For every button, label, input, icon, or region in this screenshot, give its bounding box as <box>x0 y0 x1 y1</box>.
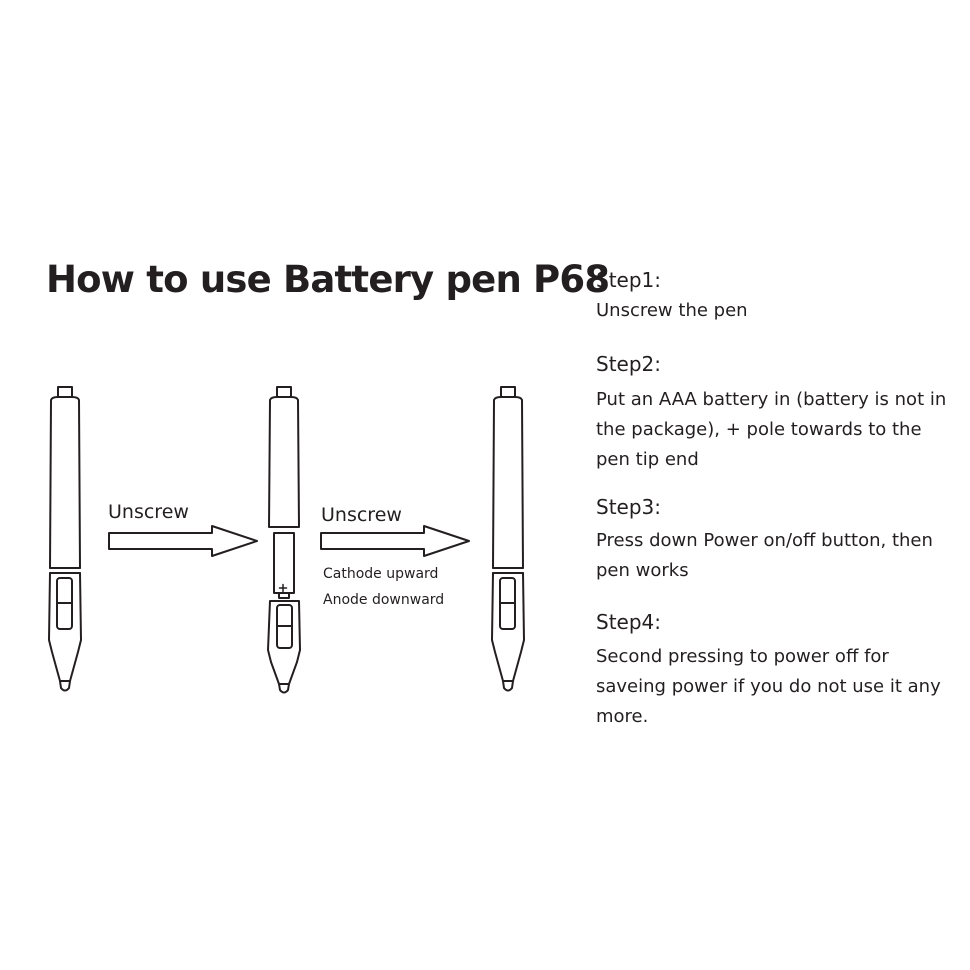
arrow-right-icon <box>108 525 258 557</box>
pen-disassembled-icon <box>267 386 301 694</box>
arrow-label: Unscrew <box>321 504 402 526</box>
battery-icon <box>273 532 295 599</box>
step-text: Unscrew the pen <box>596 300 748 321</box>
arrow-label: Unscrew <box>108 501 189 523</box>
page-title: How to use Battery pen P68 <box>46 258 610 301</box>
arrow-right-icon <box>320 525 470 557</box>
step-heading: Step2: <box>596 352 661 376</box>
step-text: Press down Power on/off button, then pen… <box>596 530 933 581</box>
step-text: Second pressing to power off for saveing… <box>596 646 941 727</box>
step-text: Put an AAA battery in (battery is not in… <box>596 389 947 470</box>
pen-assembled-icon <box>491 386 525 692</box>
pen-assembled-icon <box>48 386 82 692</box>
battery-note-anode: Anode downward <box>323 592 445 608</box>
battery-note-cathode: Cathode upward <box>323 566 439 582</box>
step-heading: Step4: <box>596 610 661 634</box>
step-heading: Step3: <box>596 495 661 519</box>
step-heading: Step1: <box>596 268 661 292</box>
